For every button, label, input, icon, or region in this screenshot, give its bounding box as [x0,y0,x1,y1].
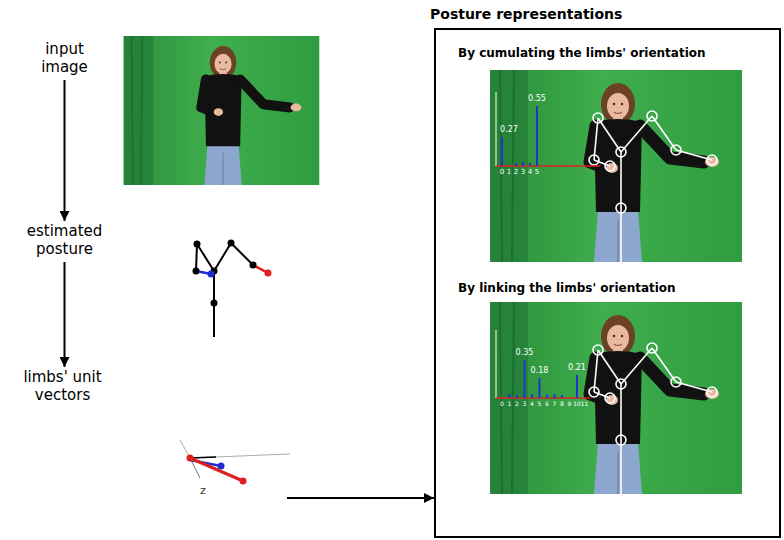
bin-number: 3 [521,169,525,176]
flow-arrow [64,262,66,367]
bin-number: 7 [553,401,557,407]
bar-value: 0.27 [500,126,518,134]
bin-number: 0 [500,401,504,407]
axis-label: z [200,485,206,496]
text: By linking the limbs' orientation [458,281,777,295]
bin-number: 8 [560,401,564,407]
representation-heading: By linking the limbs' orientation [458,281,777,295]
bin-number: 10 [573,401,581,407]
bin-number: 3 [523,401,527,407]
text: estimated posture [20,222,109,258]
bar-value: 0.18 [531,367,549,375]
bin-number: 5 [535,169,539,176]
bar-value: 0.21 [568,364,586,372]
posture-skeleton [193,240,272,338]
flow-arrow [64,80,66,221]
step-label: estimated posture [20,222,109,258]
bin-number: 6 [545,401,549,407]
unit-vector-axes [180,440,290,485]
flow-arrow [287,497,434,499]
bin-number: 1 [507,169,511,176]
bin-number: 2 [515,401,519,407]
bin-number: 4 [528,169,532,176]
bin-number: 9 [568,401,572,407]
step-label: limbs' unit vectors [20,368,285,525]
bar-value: 0.55 [528,95,546,103]
bin-number: 5 [538,401,542,407]
bin-number: 11 [581,401,589,407]
step-label: input image [20,40,109,76]
text: By cumulating the limbs' orientation [458,46,777,60]
text: input image [20,40,109,76]
representation-panel: Posture representationsBy cumulating the… [434,28,781,538]
text: limbs' unit vectors [20,368,105,404]
input-photo [124,36,320,185]
bin-number: 1 [508,401,512,407]
bin-number: 4 [530,401,534,407]
representation-heading: By cumulating the limbs' orientation [458,46,777,60]
linked-view [490,302,742,494]
cumulated-view [490,70,742,262]
bar-value: 0.35 [516,349,534,357]
bin-number: 0 [500,169,504,176]
bin-number: 2 [514,169,518,176]
panel-title: Posture representations [430,6,773,23]
